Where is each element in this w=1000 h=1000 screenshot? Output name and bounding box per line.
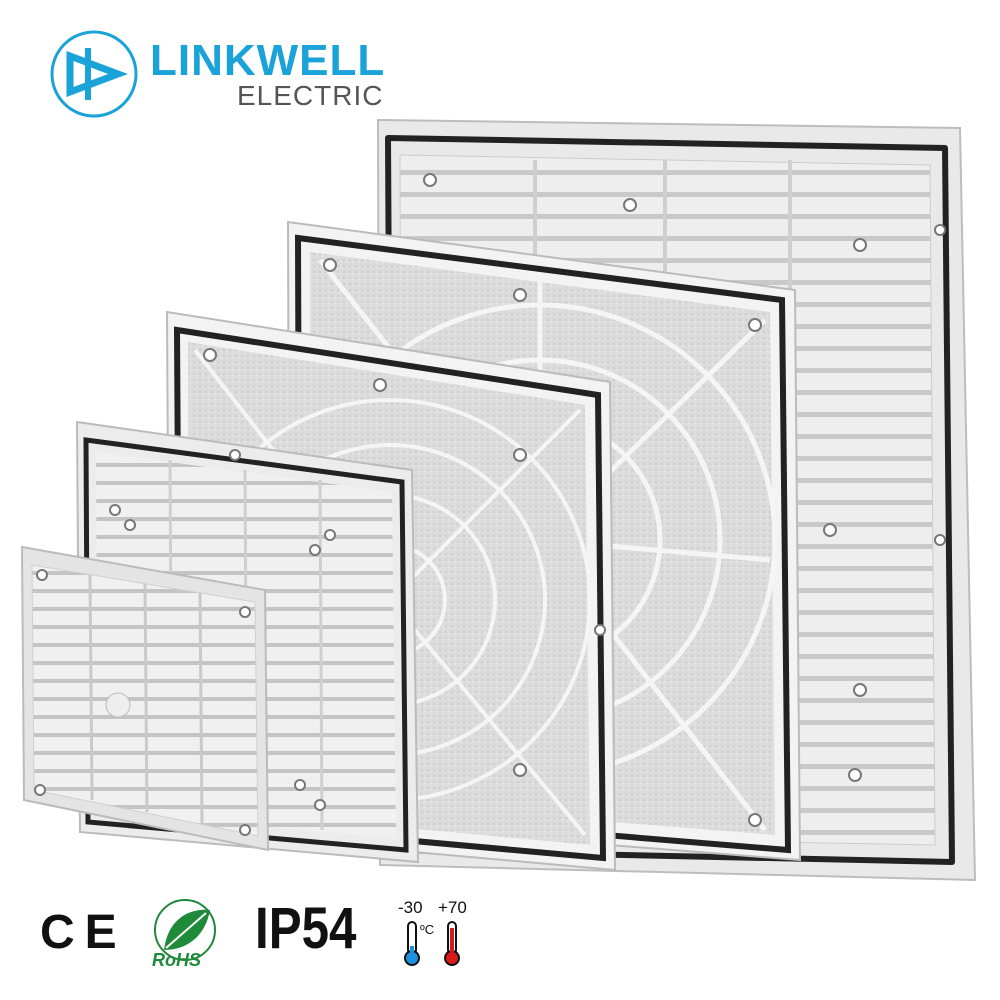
- temp-max: +70: [438, 898, 467, 917]
- temp-min: -30: [398, 898, 423, 917]
- ip-rating: IP54: [255, 896, 357, 961]
- thermometer-hot-icon: [444, 921, 460, 966]
- ce-mark: CE: [40, 906, 127, 959]
- filter-panel-xs: [20, 545, 270, 852]
- brand-subtitle: ELECTRIC: [237, 80, 384, 111]
- rohs-label: RoHS: [152, 950, 201, 970]
- brand-name: LINKWELL: [150, 36, 386, 85]
- brand-logo-icon: [50, 30, 138, 118]
- rohs-leaf-icon: [154, 899, 216, 961]
- thermometer-cold-icon: [404, 921, 420, 966]
- temp-unit: ºC: [420, 922, 435, 937]
